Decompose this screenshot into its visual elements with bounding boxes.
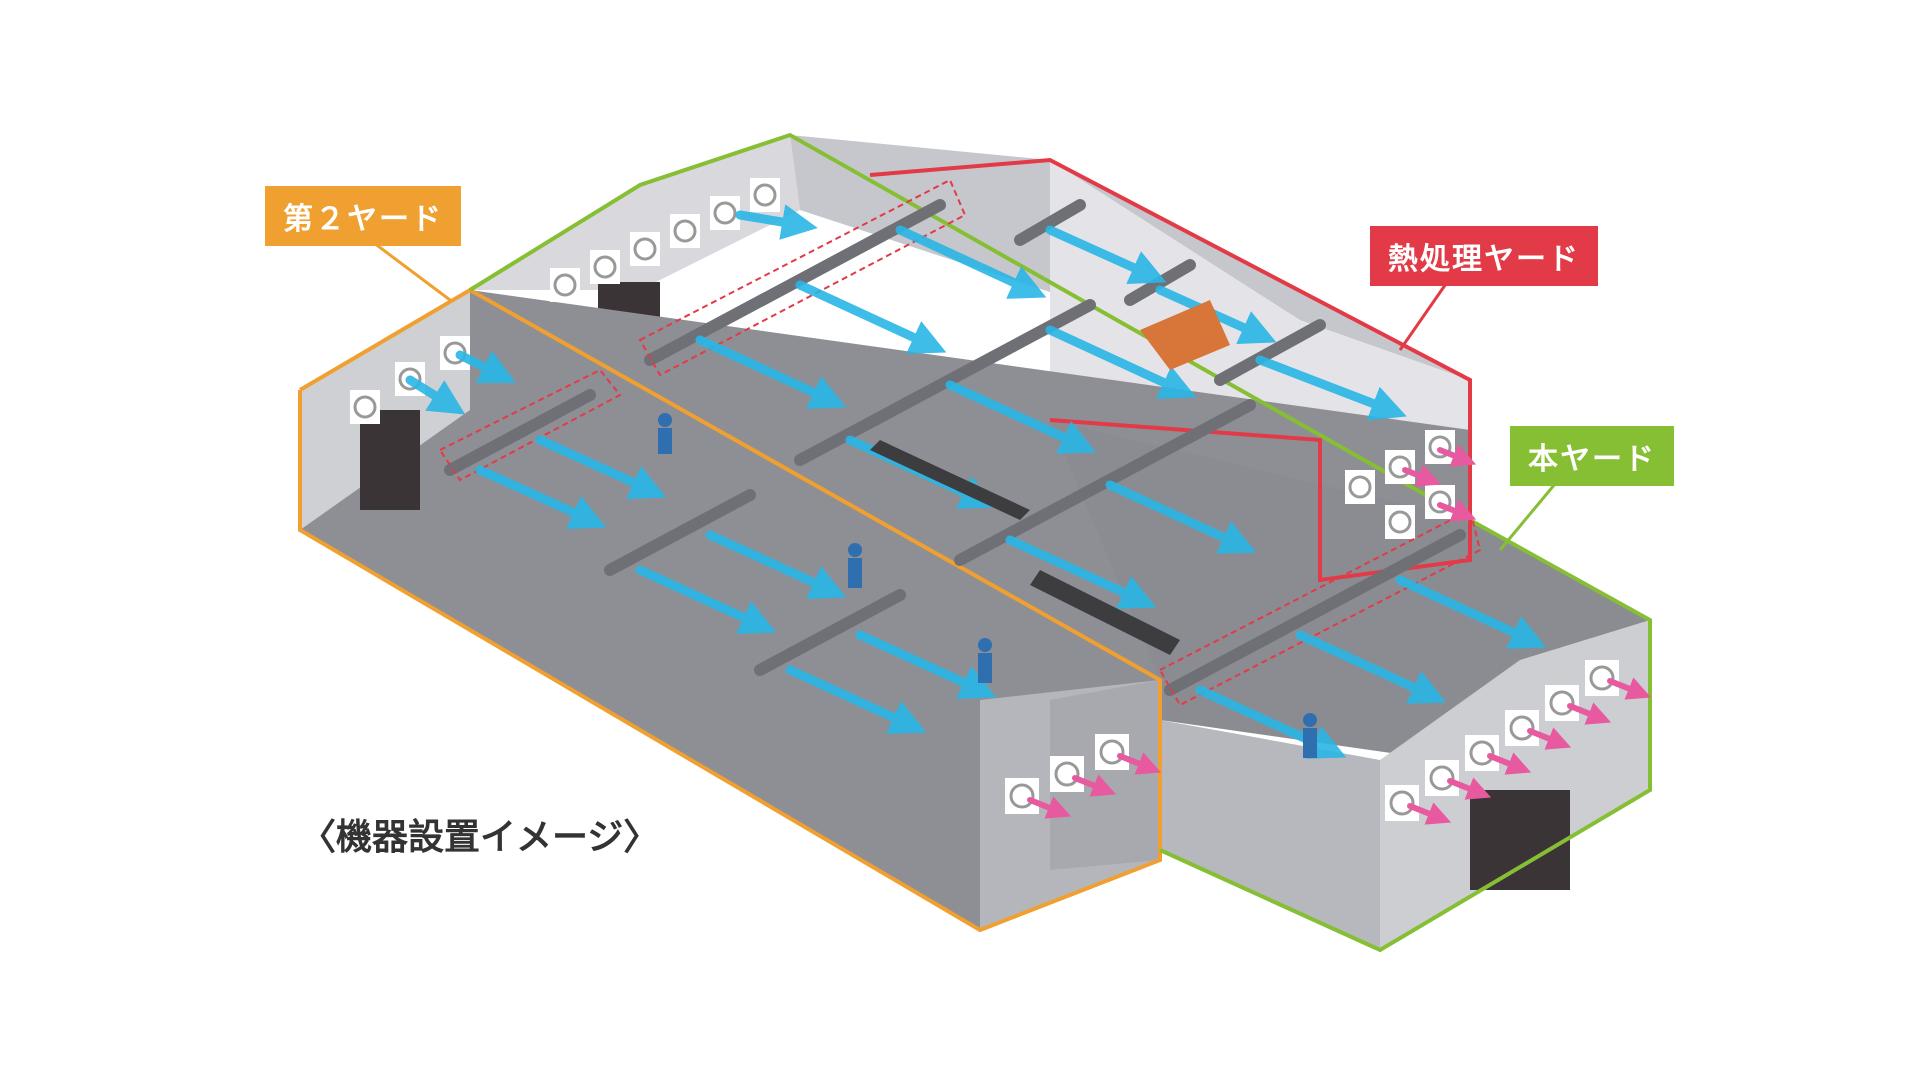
exhaust-arrow-icon bbox=[1027, 796, 1072, 819]
exhaust-arrow-icon bbox=[1072, 774, 1117, 797]
exhaust-arrow-icon bbox=[1402, 464, 1442, 487]
airflow-arrow-icon bbox=[635, 565, 777, 634]
wall-fan-icon bbox=[1385, 785, 1419, 821]
wall-fan-icon bbox=[350, 390, 380, 424]
airflow-arrow-icon bbox=[405, 375, 466, 415]
airflow-arrow-icon bbox=[945, 380, 1097, 454]
air-unit-icon bbox=[644, 199, 946, 366]
airflow-arrow-icon bbox=[475, 465, 607, 529]
yard2-door bbox=[360, 410, 420, 510]
airflow-arrow-icon bbox=[785, 665, 927, 734]
wall-fan-icon bbox=[1385, 505, 1415, 539]
exhaust-arrow-icon bbox=[1487, 752, 1532, 775]
wall-fan-icon bbox=[590, 250, 620, 284]
air-unit-icon bbox=[1164, 529, 1466, 696]
heat-leader bbox=[1398, 277, 1452, 351]
yard2-leader bbox=[369, 238, 451, 302]
wall-fan-icon bbox=[1545, 685, 1579, 721]
main-yard-door bbox=[1470, 790, 1570, 890]
main-leader bbox=[1498, 477, 1562, 551]
exhaust-arrow-icon bbox=[1567, 702, 1612, 725]
airflow-arrow-icon bbox=[855, 630, 997, 699]
air-unit-icon bbox=[754, 589, 906, 676]
wall-fan-icon bbox=[1585, 660, 1619, 696]
air-unit-icon bbox=[1214, 319, 1326, 386]
heat-treatment-yard-label: 熱処理ヤード bbox=[1370, 226, 1598, 286]
wall-fan-icon bbox=[1385, 450, 1415, 484]
main-yard-label: 本ヤード bbox=[1510, 426, 1674, 486]
exhaust-arrows bbox=[1027, 444, 1652, 825]
exhaust-arrow-icon bbox=[1447, 777, 1492, 800]
airflow-arrow-icon bbox=[1395, 575, 1547, 649]
main-yard-gable bbox=[1380, 620, 1650, 950]
air-unit-icon bbox=[794, 299, 1096, 466]
heat-yard-outline bbox=[869, 157, 1472, 583]
wall-fan-icon bbox=[670, 214, 700, 248]
air-unit-icon bbox=[954, 399, 1256, 566]
main-yard-outline bbox=[468, 132, 1652, 953]
airflow-arrow-icon bbox=[795, 280, 947, 354]
airflow-arrow-icon bbox=[1005, 535, 1157, 609]
exhaust-arrow-icon bbox=[1437, 444, 1477, 467]
air-unit-zone-outline bbox=[438, 368, 622, 482]
yard2-label: 第２ヤード bbox=[265, 186, 461, 246]
worker-icon bbox=[978, 638, 992, 683]
airflow-arrow-icon bbox=[1255, 355, 1407, 421]
airflow-arrow-icon bbox=[705, 530, 847, 599]
conveyor bbox=[1030, 570, 1180, 655]
diagram-caption: 〈機器設置イメージ〉 bbox=[300, 817, 660, 858]
wall-fan-icon bbox=[1005, 778, 1039, 814]
airflow-arrow-icon bbox=[535, 435, 667, 499]
exhaust-arrow-icon bbox=[1407, 802, 1452, 825]
wall-fan-icon bbox=[550, 268, 580, 302]
wall-fans bbox=[350, 178, 1619, 821]
airflow-arrow-icon bbox=[455, 350, 517, 384]
wall-fan-icon bbox=[710, 196, 740, 230]
exhaust-arrow-icon bbox=[1117, 752, 1162, 775]
air-unit-icon bbox=[1014, 199, 1086, 246]
air-units bbox=[438, 178, 1482, 707]
air-unit-icon bbox=[604, 489, 756, 576]
airflow-arrow-icon bbox=[1045, 325, 1197, 399]
wall-fan-icon bbox=[1505, 710, 1539, 746]
wall-fan-icon bbox=[630, 232, 660, 266]
airflow-arrow-icon bbox=[735, 204, 818, 240]
air-unit-zone-outline bbox=[1158, 508, 1482, 707]
air-unit-zone-outline bbox=[638, 178, 967, 377]
airflow-arrow-icon bbox=[1105, 480, 1257, 554]
airflow-arrow-icon bbox=[895, 225, 1047, 299]
wall-fan-icon bbox=[1465, 735, 1499, 771]
airflow-arrow-icon bbox=[695, 335, 847, 409]
exhaust-arrow-icon bbox=[1437, 499, 1477, 522]
exhaust-arrow-icon bbox=[1527, 727, 1572, 750]
airflow-arrows bbox=[405, 204, 1547, 759]
worker-icon bbox=[848, 543, 862, 588]
wall-fan-icon bbox=[1095, 734, 1129, 770]
airflow-arrow-icon bbox=[1045, 225, 1167, 285]
workers bbox=[658, 413, 1317, 758]
worker-icon bbox=[1303, 713, 1317, 758]
conveyor bbox=[870, 440, 1030, 520]
exhaust-arrow-icon bbox=[1607, 677, 1652, 700]
wall-fan-icon bbox=[1425, 760, 1459, 796]
heat-furnace bbox=[1140, 300, 1230, 370]
wall-fan-icon bbox=[1050, 756, 1084, 792]
wall-fan-icon bbox=[750, 178, 780, 212]
worker-icon bbox=[658, 413, 672, 454]
airflow-arrow-icon bbox=[1295, 630, 1447, 704]
back-gable-wall bbox=[470, 135, 800, 290]
wall-fan-icon bbox=[1345, 470, 1375, 504]
air-unit-icon bbox=[444, 389, 596, 476]
